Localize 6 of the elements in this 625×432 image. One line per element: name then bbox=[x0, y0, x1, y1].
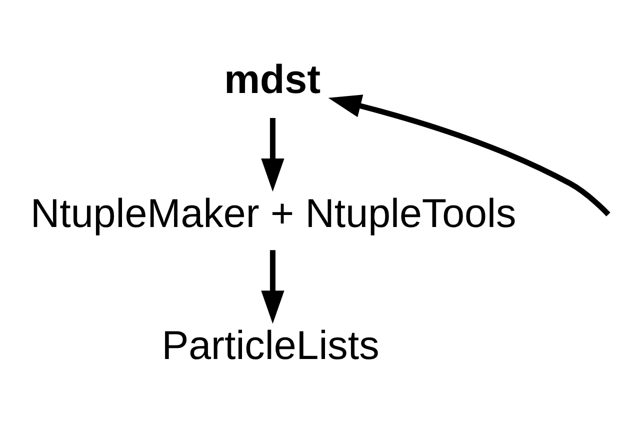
node-text: ParticleLists bbox=[162, 321, 380, 368]
node-text: mdst bbox=[224, 55, 321, 102]
node-text: NtupleMaker + NtupleTools bbox=[30, 189, 516, 236]
arrow bbox=[328, 94, 610, 216]
arrow bbox=[261, 117, 284, 192]
arrow bbox=[261, 250, 284, 324]
